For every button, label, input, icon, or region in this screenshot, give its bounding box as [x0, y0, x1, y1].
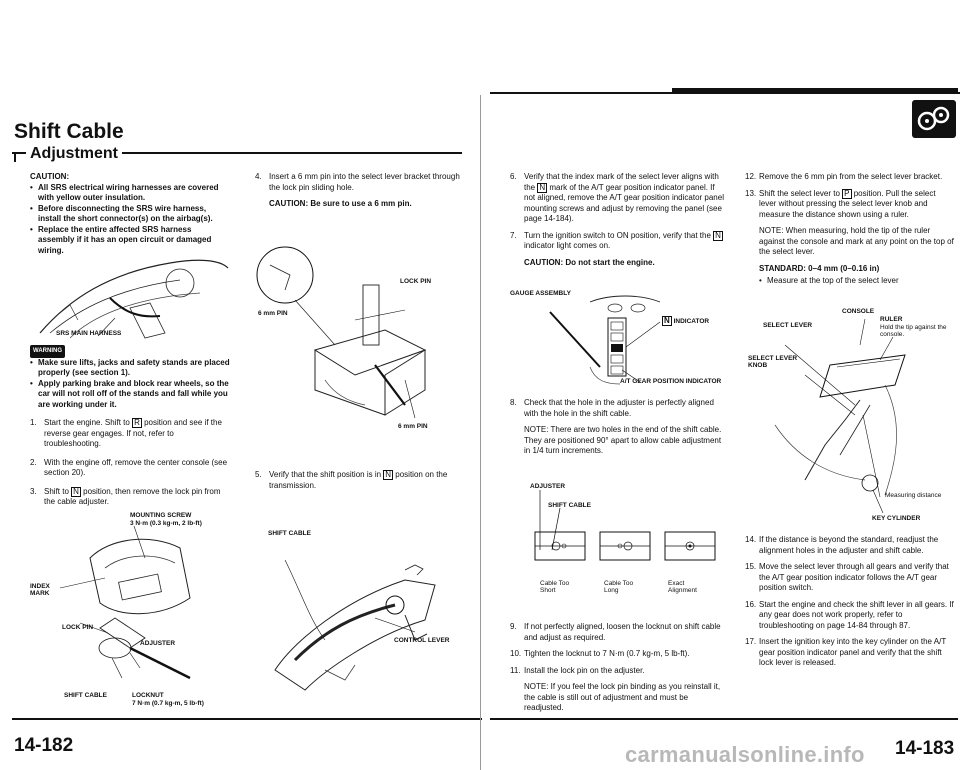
note-8: NOTE: There are two holes in the end of … [524, 425, 722, 455]
footer-rule [490, 718, 958, 720]
ruler-note-label: Hold the tip against the console. [880, 324, 947, 338]
step-item: 8.Check that the hole in the adjuster is… [510, 398, 714, 418]
watermark: carmanualsonline.info [625, 742, 865, 767]
step-item: 15.Move the select lever through all gea… [745, 562, 949, 592]
list-item: •Measure at the top of the select lever [759, 276, 899, 285]
adjuster-label: ADJUSTER [530, 483, 566, 490]
locknut-label: LOCKNUT [132, 692, 164, 699]
n-indicator-label: N INDICATOR [662, 316, 710, 326]
step-item: 3. Shift to N position, then remove the … [30, 486, 221, 506]
index-mark-label: INDEX MARK [30, 583, 50, 597]
shift-cable-label: SHIFT CABLE [64, 692, 107, 699]
at-gear-indicator-label: A/T GEAR POSITION INDICATOR [620, 378, 722, 385]
cable-too-short-label: Cable Too Short [540, 580, 570, 594]
list-item: •Replace the entire affected SRS harness… [30, 224, 212, 255]
step-8: 8.Check that the hole in the adjuster is… [510, 398, 725, 463]
lock-pin-figure [256, 246, 427, 419]
cable-adjuster-figure [59, 525, 191, 680]
step-item: 11.Install the lock pin on the adjuster. [510, 665, 645, 675]
transmission-gear-icon [912, 100, 956, 138]
steps-9-11: 9.If not perfectly aligned, loosen the l… [510, 622, 725, 720]
adjuster-label: ADJUSTER [140, 640, 176, 647]
key-cylinder-label: KEY CYLINDER [872, 515, 921, 522]
step-item: 13. Shift the select lever to P position… [745, 188, 936, 219]
mounting-torque-label: 3 N·m (0.3 kg-m, 2 lb-ft) [130, 520, 202, 527]
step-item: 17.Insert the ignition key into the key … [745, 637, 947, 667]
step-item: 5. Verify that the shift position is in … [255, 470, 448, 490]
cable-too-long-label: Cable Too Long [604, 580, 634, 594]
measuring-figure [774, 318, 906, 514]
control-lever-label: CONTROL LEVER [394, 637, 450, 644]
step-item: 9.If not perfectly aligned, loosen the l… [510, 622, 721, 642]
lock-pin-label: LOCK PIN [62, 624, 94, 631]
lock-pin-label: LOCK PIN [400, 278, 432, 285]
step-item: 12.Remove the 6 mm pin from the select l… [745, 172, 943, 181]
list-item: WARNING [30, 345, 230, 358]
caution-4: CAUTION: Be sure to use a 6 mm pin. [269, 199, 412, 208]
page-number: 14-183 [895, 738, 955, 759]
six-mm-pin-label: 6 mm PIN [398, 423, 428, 430]
steps-14-17: 14.If the distance is beyond the standar… [745, 535, 955, 669]
step-item: 6. Verify that the index mark of the sel… [510, 172, 724, 223]
ruler-label: RULER [880, 316, 903, 323]
list-item: •Make sure lifts, jacks and safety stand… [30, 357, 230, 378]
alignment-figure [534, 490, 716, 561]
select-lever-knob-label: SELECT LEVER KNOB [748, 355, 798, 369]
measuring-distance-label: Measuring distance [885, 492, 942, 499]
gauge-assembly-figure [549, 295, 661, 385]
step-item: 14.If the distance is beyond the standar… [745, 535, 939, 555]
shift-cable-label: SHIFT CABLE [268, 530, 311, 537]
console-label: CONSOLE [842, 308, 875, 315]
gauge-assembly-label: GAUGE ASSEMBLY [510, 290, 571, 297]
step-item: 16.Start the engine and check the shift … [745, 599, 954, 630]
six-mm-pin-label: 6 mm PIN [258, 310, 288, 317]
locknut-torque-label: 7 N·m (0.7 kg-m, 5 lb-ft) [132, 700, 204, 707]
caution-label: CAUTION: [30, 172, 70, 181]
left-col-1: CAUTION: •All SRS electrical wiring harn… [30, 172, 230, 256]
caution-7: CAUTION: Do not start the engine. [524, 257, 655, 267]
exact-alignment-label: Exact Alignment [668, 580, 697, 594]
list-item: •All SRS electrical wiring harnesses are… [30, 182, 219, 203]
step-item: 4.Insert a 6 mm pin into the select leve… [255, 172, 460, 192]
standard-value: STANDARD: 0–4 mm (0–0.16 in) [759, 263, 880, 273]
page-title: Shift Cable [14, 120, 124, 143]
step-item: 2. With the engine off, remove the cente… [30, 457, 228, 478]
rule [122, 152, 462, 154]
section-subtitle: Adjustment [30, 145, 118, 162]
steps-12-13: 12.Remove the 6 mm pin from the select l… [745, 172, 955, 287]
page-gutter [480, 95, 481, 770]
control-lever-figure [274, 559, 436, 691]
shift-cable-label: SHIFT CABLE [548, 502, 591, 509]
step-5: 5. Verify that the shift position is in … [255, 470, 460, 491]
steps-6-7: 6. Verify that the index mark of the sel… [510, 172, 725, 274]
srs-main-harness-label: SRS MAIN HARNESS [56, 330, 122, 337]
note-13: NOTE: When measuring, hold the tip of th… [759, 226, 954, 256]
rule [12, 152, 26, 154]
list-item: •Before disconnecting the SRS wire harne… [30, 203, 213, 224]
step-item: 1. Start the engine. Shift to R position… [30, 418, 222, 448]
warning-badge: WARNING [30, 345, 65, 358]
mounting-screw-label: MOUNTING SCREW [130, 512, 192, 519]
select-lever-label: SELECT LEVER [763, 322, 813, 329]
footer-rule [12, 718, 482, 720]
list-item: •Apply parking brake and block rear whee… [30, 378, 229, 409]
step-item: 10.Tighten the locknut to 7 N·m (0.7 kg-… [510, 649, 690, 658]
header-rule-thick [672, 88, 958, 94]
rule [14, 152, 16, 162]
srs-harness-figure [39, 259, 229, 339]
step-4: 4.Insert a 6 mm pin into the select leve… [255, 172, 460, 216]
left-col-2: WARNING •Make sure lifts, jacks and safe… [30, 345, 230, 508]
note-11: NOTE: If you feel the lock pin binding a… [524, 682, 721, 712]
step-item: 7. Turn the ignition switch to ON positi… [510, 230, 723, 250]
page-number: 14-182 [14, 735, 74, 756]
